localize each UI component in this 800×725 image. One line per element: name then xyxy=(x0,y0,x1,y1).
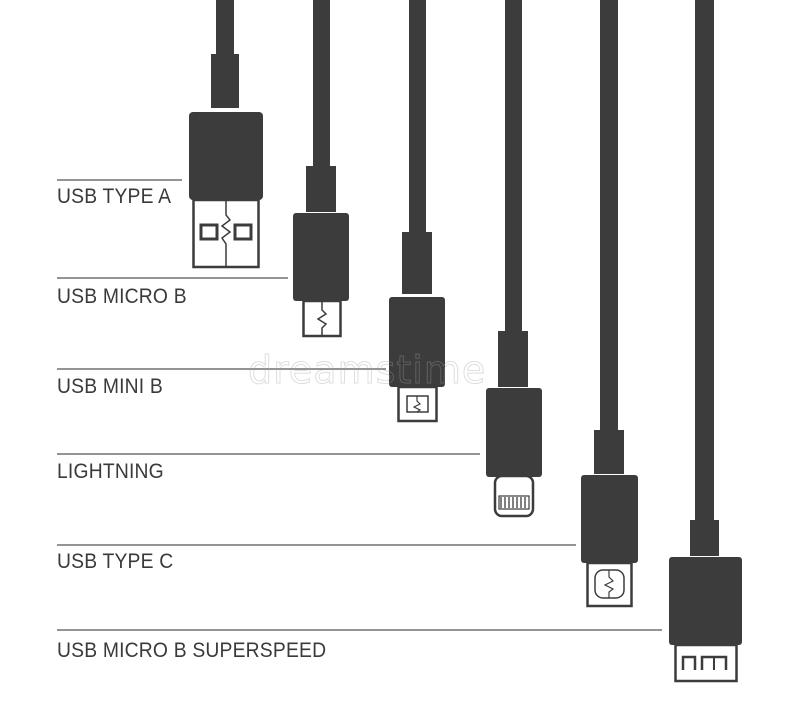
label-lightning: LIGHTNING xyxy=(57,460,164,484)
usb-mini-b-connector xyxy=(389,0,445,421)
label-usb-micro-b-superspeed: USB MICRO B SUPERSPEED xyxy=(57,639,326,663)
label-usb-type-c: USB TYPE C xyxy=(57,550,173,574)
usb-type-a-connector xyxy=(189,0,263,267)
usb-type-c-connector xyxy=(581,0,638,606)
usb-micro-b-superspeed-connector xyxy=(669,0,742,681)
usb-micro-b-connector xyxy=(293,0,349,336)
lightning-connector xyxy=(486,0,542,516)
label-usb-mini-b: USB MINI B xyxy=(57,375,163,399)
label-usb-type-a: USB TYPE A xyxy=(57,185,171,209)
label-usb-micro-b: USB MICRO B xyxy=(57,285,187,309)
